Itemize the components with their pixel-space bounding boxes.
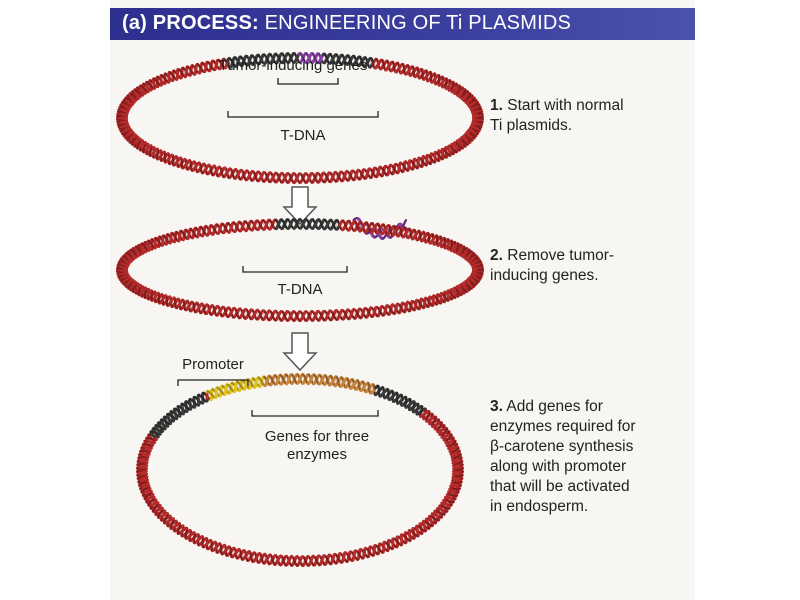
step-2-line-1: Remove tumor-	[507, 247, 615, 264]
step-2: 2. Remove tumor- inducing genes.	[490, 246, 690, 286]
down-arrow-1-icon	[282, 186, 318, 226]
step-3-line-5: that will be activated	[490, 478, 630, 495]
plasmid-1: Tumor-inducing genes T-DNA	[116, 52, 484, 184]
tdna-label-2: T-DNA	[278, 281, 323, 298]
tumor-genes-label: Tumor-inducing genes	[219, 57, 368, 74]
header-banner: (a) PROCESS: ENGINEERING OF Ti PLASMIDS	[110, 8, 695, 40]
tdna-bracket-2	[242, 266, 348, 273]
header-title: (a) PROCESS: ENGINEERING OF Ti PLASMIDS	[122, 12, 571, 35]
step-3-line-4: along with promoter	[490, 458, 627, 475]
step-2-line-2: inducing genes.	[490, 267, 599, 284]
step-1-line-1: Start with normal	[507, 97, 624, 114]
enzyme-genes-label-line1: Genes for three	[265, 428, 369, 445]
enzyme-genes-label-line2: enzymes	[287, 446, 347, 463]
tumor-genes-bracket	[277, 78, 339, 85]
promoter-label: Promoter	[182, 356, 244, 373]
step-1-line-2: Ti plasmids.	[490, 117, 573, 134]
step-3-line-6: in endosperm.	[490, 498, 589, 515]
step-1: 1. Start with normal Ti plasmids.	[490, 96, 690, 136]
tdna-bracket-1	[227, 111, 379, 118]
figure-page: (a) PROCESS: ENGINEERING OF Ti PLASMIDS …	[110, 0, 695, 600]
header-prefix: (a) PROCESS:	[122, 12, 259, 34]
step-3-line-3: β-carotene synthesis	[490, 438, 634, 455]
step-2-number: 2.	[490, 247, 503, 264]
header-title-text: ENGINEERING OF Ti PLASMIDS	[264, 12, 572, 34]
step-1-number: 1.	[490, 97, 503, 114]
enzyme-genes-bracket	[251, 410, 379, 417]
step-3: 3. Add genes for enzymes required for β-…	[490, 397, 690, 517]
tdna-label-1: T-DNA	[281, 127, 326, 144]
step-3-line-2: enzymes required for	[490, 418, 636, 435]
promoter-bracket	[177, 379, 249, 386]
plasmid-2: T-DNA	[116, 218, 484, 322]
plasmid-3: Promoter Genes for three enzymes	[136, 356, 464, 567]
down-arrow-2-icon	[282, 332, 318, 372]
step-3-line-1: Add genes for	[506, 398, 603, 415]
step-3-number: 3.	[490, 398, 503, 415]
plasmid-diagram: Tumor-inducing genes T-DNA T-DNA Promote…	[116, 52, 484, 567]
